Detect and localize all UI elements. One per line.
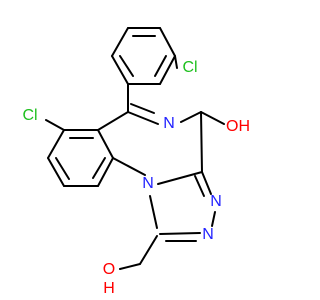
chlorophenyl-ring [111,27,176,85]
double-bond [55,157,70,180]
bond [97,129,114,159]
bond [97,157,114,187]
bond-n4-c3a [157,171,203,185]
bond-c1-ch2 [139,235,158,265]
bond-ch-oh [200,111,225,125]
bond [159,27,176,57]
bond-benzo-to-n [112,157,146,176]
bond [111,27,129,57]
bond-n-n [211,211,216,227]
n-fused-label: N [142,175,154,192]
bond [159,55,176,85]
double-bond-c6-imine [130,103,155,114]
bond [47,129,65,159]
double-bond-c3a-n [194,175,205,197]
bond-c6-imine [127,111,159,125]
molecule-structure-diagram: Cl Cl N N N N OH O H [22,27,250,297]
bond-n-c1 [159,232,201,235]
oh-label: OH [226,118,250,135]
cl-label-top: Cl [182,59,197,76]
cl-label-left: Cl [22,107,37,124]
o-label: O [103,261,115,278]
n-triazole-label-a: N [210,193,222,210]
bond-c3a-n [201,171,212,195]
bond [111,55,129,85]
h-label: H [103,280,115,297]
n-imine-label: N [163,115,175,132]
bond-benzo-to-cl [45,119,65,131]
double-bond [154,55,167,77]
benzo-ring [47,129,114,187]
double-bond [92,157,106,179]
n-triazole-label-b: N [202,226,214,243]
bond-c6-benzo [97,111,129,131]
bond-n4-c1 [149,195,158,229]
double-bond [119,55,134,77]
bond-ch2-o [119,263,141,270]
bond-ring-to-cl [174,55,178,69]
bond-imine-ch [180,111,202,123]
bond [47,157,65,187]
bond-ch-c3a [200,111,203,173]
